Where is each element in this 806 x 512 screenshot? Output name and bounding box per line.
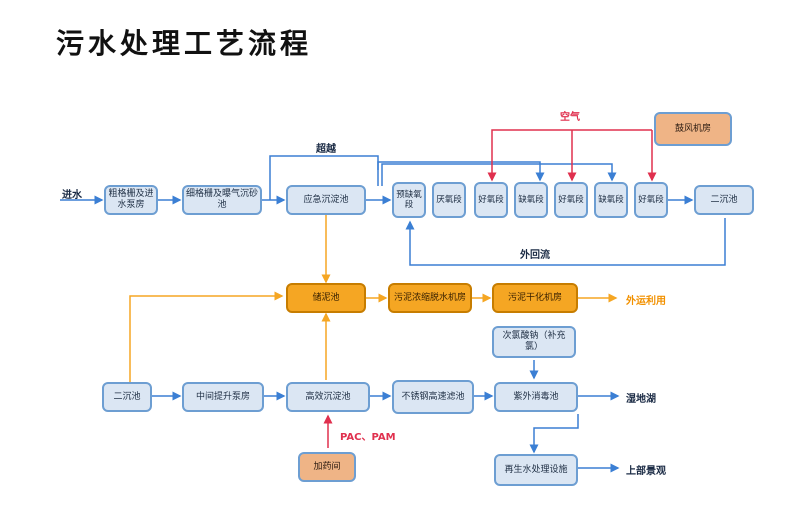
air-lines	[323, 129, 657, 448]
main-flow-lines	[60, 155, 726, 473]
pac-pam-label: PAC、PAM	[340, 432, 396, 443]
hypochlorite-node: 次氯酸钠（补充氯）	[492, 326, 576, 358]
bypass-label: 超越	[316, 144, 336, 155]
pre-anoxic-node: 预缺氧段	[392, 182, 426, 218]
anaerobic-node: 厌氧段	[432, 182, 466, 218]
anoxic-1-node: 缺氧段	[514, 182, 548, 218]
uv-disinfect-node: 紫外消毒池	[494, 382, 578, 412]
ss-filter-node: 不锈钢高速滤池	[392, 380, 474, 414]
page-title: 污水处理工艺流程	[56, 27, 313, 60]
upper-scene-label: 上部景观	[626, 466, 666, 477]
wetland-label: 湿地湖	[626, 394, 656, 405]
blower-room-node: 鼓风机房	[654, 112, 732, 146]
high-eff-tank-node: 高效沉淀池	[286, 382, 370, 412]
reflux-label: 外回流	[520, 250, 550, 261]
sludge-dry-node: 污泥干化机房	[492, 283, 578, 313]
aerobic-2-node: 好氧段	[554, 182, 588, 218]
sludge-lines	[321, 214, 618, 380]
fine-screen-node: 细格栅及曝气沉砂池	[182, 185, 262, 215]
emergency-tank-node: 应急沉淀池	[286, 185, 366, 215]
lift-pump-node: 中间提升泵房	[182, 382, 264, 412]
aerobic-1-node: 好氧段	[474, 182, 508, 218]
reclaimed-water-node: 再生水处理设施	[494, 454, 578, 486]
aerobic-3-node: 好氧段	[634, 182, 668, 218]
secondary-clarifier-top-node: 二沉池	[694, 185, 754, 215]
coarse-screen-node: 粗格栅及进水泵房	[104, 185, 158, 215]
inflow-label: 进水	[62, 190, 82, 201]
dosing-room-node: 加药间	[298, 452, 356, 482]
secondary-clarifier-bottom-node: 二沉池	[102, 382, 152, 412]
external-use-label: 外运利用	[626, 296, 666, 307]
sludge-thicken-node: 污泥浓缩脱水机房	[388, 283, 472, 313]
anoxic-2-node: 缺氧段	[594, 182, 628, 218]
air-label: 空气	[560, 112, 580, 123]
sludge-storage-node: 储泥池	[286, 283, 366, 313]
